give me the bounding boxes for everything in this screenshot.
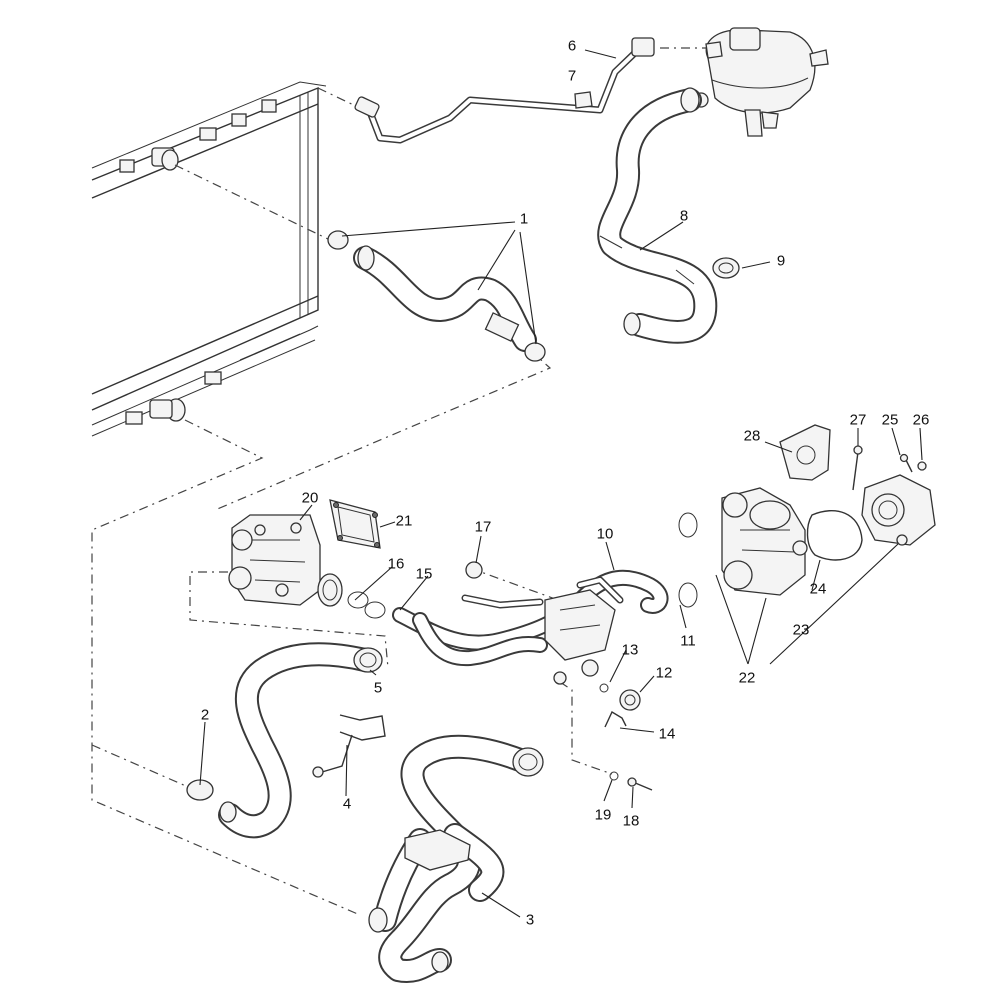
callout-6: 6 [568,38,576,55]
callout-8: 8 [680,208,688,225]
hose-8 [597,87,740,344]
callout-22: 22 [739,670,756,687]
callout-11: 11 [680,633,696,650]
callout-16: 16 [388,556,405,573]
routing-lines [91,47,706,916]
callout-17: 17 [475,519,492,536]
callout-labels: 1 2 3 4 5 6 7 8 9 10 11 12 13 14 15 16 1… [201,38,930,929]
water-pipe-assembly [392,561,698,685]
expansion-tank-assembly [354,27,829,144]
hose-3 [368,734,544,983]
callout-3: 3 [526,912,534,929]
callout-1: 1 [520,211,528,228]
leader-lines [199,49,923,918]
callout-5: 5 [374,680,382,697]
radiator [91,81,327,437]
callout-18: 18 [623,813,640,830]
callout-26: 26 [913,412,930,429]
callout-15: 15 [416,566,433,583]
callout-25: 25 [882,412,899,429]
callout-19: 19 [595,807,612,824]
hose-1 [327,230,546,362]
callout-7: 7 [568,68,576,85]
small-parts [599,683,653,791]
hose-2 [186,642,386,839]
thermostat-housing [228,499,386,619]
water-pump-assembly [678,424,936,596]
callout-28: 28 [744,428,761,445]
callout-12: 12 [656,665,673,682]
callout-21: 21 [396,513,413,530]
callout-20: 20 [302,490,319,507]
callout-2: 2 [201,707,209,724]
callout-10: 10 [597,526,614,543]
callout-13: 13 [622,642,639,659]
callout-9: 9 [777,253,785,270]
callout-27: 27 [850,412,867,429]
callout-14: 14 [659,726,676,743]
callout-4: 4 [343,796,351,813]
callout-24: 24 [810,581,827,598]
callout-23: 23 [793,622,810,639]
